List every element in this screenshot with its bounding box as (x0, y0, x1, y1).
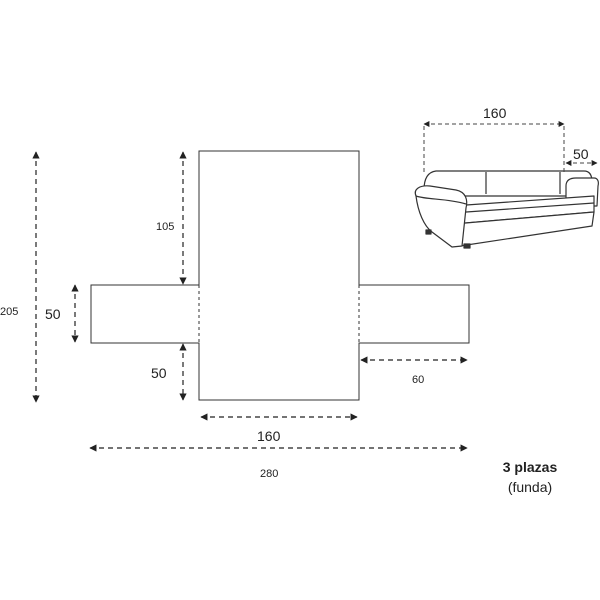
product-caption: 3 plazas (funda) (470, 459, 590, 495)
label-sofa-width: 160 (483, 105, 507, 121)
dimension-lines (32, 151, 468, 452)
caption-subtitle: (funda) (507, 479, 553, 495)
sofa-left-arm-curve (415, 195, 467, 205)
label-arm-width: 60 (412, 374, 425, 386)
sofa-left-arm (414, 185, 468, 248)
sofa-leg (425, 229, 432, 235)
sofa-leg (463, 243, 471, 249)
label-back-height: 105 (156, 221, 175, 233)
sofa-seat-seam (451, 202, 595, 214)
label-seat-width: 160 (257, 428, 281, 444)
label-total-height: 205 (0, 306, 19, 318)
pattern-outline-path (90, 150, 470, 401)
label-sofa-depth: 50 (573, 146, 589, 162)
caption-title: 3 plazas (502, 459, 558, 475)
label-total-width: 280 (260, 468, 279, 480)
cover-pattern-outline (90, 150, 470, 401)
label-seat-depth: 50 (151, 365, 167, 381)
sofa-dimension-lines (423, 121, 598, 172)
label-arm-height: 50 (45, 306, 61, 322)
sofa-illustration (414, 170, 599, 249)
